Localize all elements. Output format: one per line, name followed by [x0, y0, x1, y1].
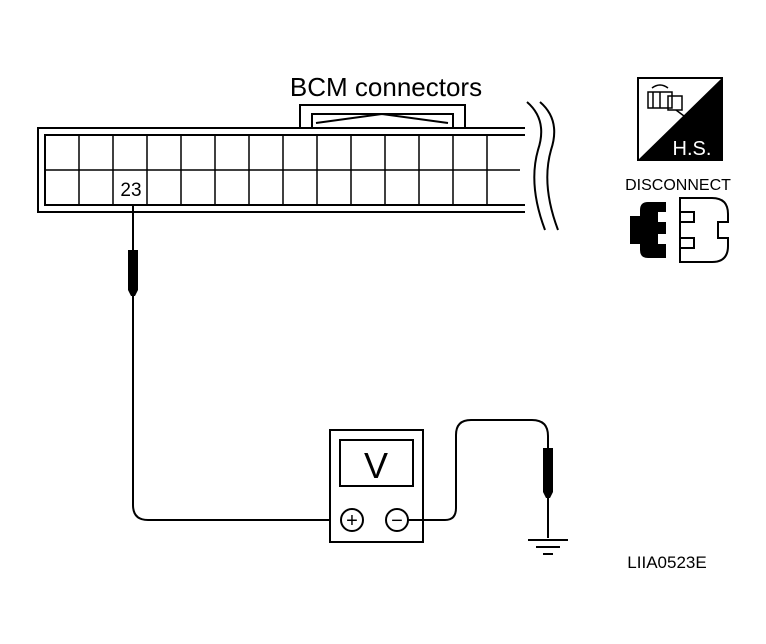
- disconnect-icon: [630, 197, 729, 263]
- connector-harness-icon: [647, 84, 685, 117]
- positive-terminal-label: +: [346, 510, 358, 532]
- positive-test-probe: [128, 205, 138, 296]
- voltmeter-display-label: V: [364, 445, 388, 486]
- figure-id: LIIA0523E: [627, 553, 706, 572]
- connector-break-mark: [526, 101, 559, 231]
- pin-number-label: 23: [120, 180, 141, 201]
- diagram-title: BCM connectors: [290, 72, 482, 102]
- positive-lead-wire: [132, 296, 340, 521]
- disconnect-label: DISCONNECT: [625, 177, 731, 194]
- positive-terminal: [340, 508, 364, 532]
- voltmeter-display: [339, 439, 414, 487]
- connector-pin-grid: [45, 135, 520, 205]
- harness-side-label: H.S.: [673, 138, 712, 160]
- harness-side-badge: H.S.: [637, 77, 723, 161]
- connector-latch: [299, 104, 466, 128]
- negative-terminal-label: −: [391, 510, 403, 532]
- negative-lead-wire: [408, 419, 549, 521]
- voltmeter: V + −: [329, 429, 424, 543]
- ground-symbol: [528, 539, 568, 555]
- negative-test-probe: [543, 448, 553, 538]
